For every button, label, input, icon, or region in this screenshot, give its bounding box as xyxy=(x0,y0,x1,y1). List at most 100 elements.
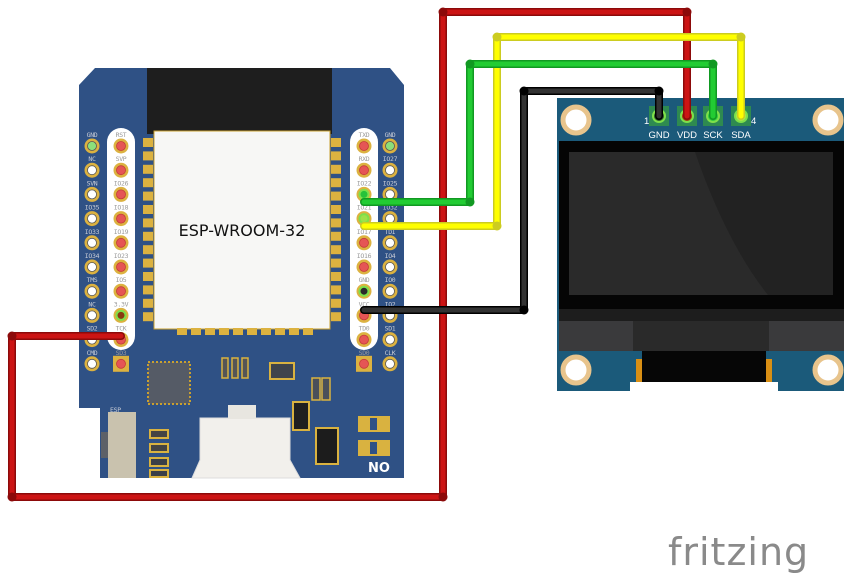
module-pad xyxy=(143,191,153,201)
pin-io19[interactable] xyxy=(116,237,126,248)
pin-index-last: 4 xyxy=(751,116,756,127)
slide-switch-knob xyxy=(101,432,108,458)
pin-33v[interactable] xyxy=(115,309,127,321)
pin-io21[interactable] xyxy=(358,213,370,225)
module-pad xyxy=(143,164,153,174)
pin-io16[interactable] xyxy=(359,262,369,272)
smd-resistor xyxy=(149,443,169,453)
pin-svn[interactable] xyxy=(87,189,97,200)
pin-sd0[interactable] xyxy=(359,358,369,369)
usb-serial-chip xyxy=(147,361,191,405)
pin-label: TDI xyxy=(385,228,396,236)
module-pad xyxy=(247,328,257,335)
wire-bendpoint[interactable] xyxy=(682,7,692,17)
pin-nc[interactable] xyxy=(87,310,97,321)
wire-bendpoint[interactable] xyxy=(438,7,448,17)
micro-usb-connector xyxy=(191,417,301,479)
module-label: ESP-WROOM-32 xyxy=(179,221,306,240)
pin-gnd[interactable] xyxy=(358,285,370,297)
module-pad xyxy=(331,285,341,295)
pin-io32[interactable] xyxy=(385,213,395,224)
pin-sd3[interactable] xyxy=(116,358,126,369)
pin-io22[interactable] xyxy=(358,188,370,200)
wire-bendpoint[interactable] xyxy=(708,59,718,69)
pin-io5[interactable] xyxy=(116,286,126,297)
pin-nc[interactable] xyxy=(87,165,97,176)
wire-bendpoint[interactable] xyxy=(465,197,475,207)
pin-label: IO19 xyxy=(114,228,129,236)
pin-tms[interactable] xyxy=(87,286,97,297)
module-pad xyxy=(331,272,341,281)
wire-bendpoint[interactable] xyxy=(519,86,529,96)
pin-io0[interactable] xyxy=(385,286,395,297)
pin-label: IO18 xyxy=(114,204,129,212)
module-pad xyxy=(261,328,271,335)
wire-bendpoint[interactable] xyxy=(492,221,502,231)
pin-label: GND xyxy=(385,131,396,139)
pin-clk[interactable] xyxy=(385,358,395,369)
module-pad xyxy=(331,312,341,322)
pin-label: TD0 xyxy=(359,325,370,333)
oled-glass-center xyxy=(633,321,769,351)
pin-io27[interactable] xyxy=(385,165,395,176)
mount-hole xyxy=(812,354,844,386)
esp32-board[interactable]: ESP-WROOM-32 GNDNCSVNIO35IO33IO34TMSNCSD… xyxy=(79,68,404,479)
esp32-module-shield xyxy=(153,130,331,330)
pin-io34[interactable] xyxy=(87,262,97,272)
pin-io33[interactable] xyxy=(87,237,97,248)
pin-label: IO16 xyxy=(357,252,372,260)
module-pad xyxy=(331,218,341,228)
pin-rst[interactable] xyxy=(116,141,126,151)
module-pad xyxy=(331,178,341,188)
pin-label: GND xyxy=(359,276,370,284)
pin-label: NC xyxy=(88,300,96,308)
wire-bendpoint[interactable] xyxy=(654,86,664,96)
wire-bendpoint[interactable] xyxy=(7,331,17,341)
pin-io25[interactable] xyxy=(385,189,395,200)
module-pad xyxy=(143,231,153,241)
pin-label: IO2 xyxy=(385,300,396,308)
pin-tdi[interactable] xyxy=(385,237,395,248)
pin-label: IO21 xyxy=(357,204,372,212)
pin-rxd[interactable] xyxy=(359,165,369,176)
module-pad xyxy=(143,298,153,308)
module-pad xyxy=(331,205,341,214)
pin-svp[interactable] xyxy=(116,165,126,176)
pin-label: TMS xyxy=(87,276,98,284)
pin-io17[interactable] xyxy=(359,237,369,248)
pin-label: 3.3V xyxy=(114,300,129,308)
pin-txd[interactable] xyxy=(359,141,369,151)
wire-bendpoint[interactable] xyxy=(736,32,746,42)
pin-io18[interactable] xyxy=(116,213,126,224)
wire-bendpoint[interactable] xyxy=(465,59,475,69)
wires xyxy=(7,7,746,502)
oled-pin-label: VDD xyxy=(677,130,697,141)
pin-label: IO27 xyxy=(383,155,398,163)
pin-label: GND xyxy=(87,131,98,139)
pin-label: IO33 xyxy=(85,228,100,236)
pin-io4[interactable] xyxy=(385,262,395,272)
pin-label: VCC xyxy=(359,300,370,308)
pin-io23[interactable] xyxy=(116,262,126,272)
oled-pin-label: SCK xyxy=(703,130,723,141)
pin-td0[interactable] xyxy=(359,334,369,345)
pin-cmd[interactable] xyxy=(87,358,97,369)
usb-pins xyxy=(228,405,256,419)
wire-bendpoint[interactable] xyxy=(438,492,448,502)
oled-pin-label: SDA xyxy=(731,130,751,141)
module-pad xyxy=(331,151,341,161)
wire-bendpoint[interactable] xyxy=(7,492,17,502)
pin-io26[interactable] xyxy=(116,189,126,200)
pin-sd1[interactable] xyxy=(385,334,395,345)
pin-gnd[interactable] xyxy=(385,141,395,151)
pin-gnd[interactable] xyxy=(87,141,97,151)
pin-label: IO17 xyxy=(357,228,372,236)
wire-bendpoint[interactable] xyxy=(519,305,529,315)
pin-io35[interactable] xyxy=(87,213,97,224)
wire-bendpoint[interactable] xyxy=(492,32,502,42)
module-pad xyxy=(143,285,153,295)
